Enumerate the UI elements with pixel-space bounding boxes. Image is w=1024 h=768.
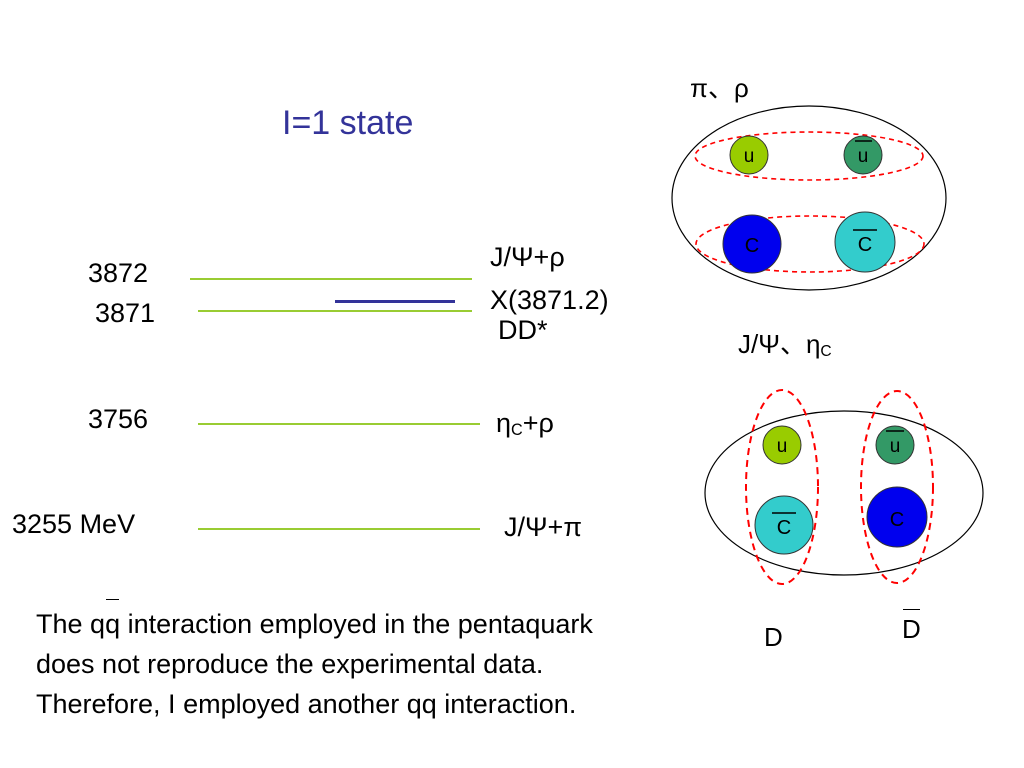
antiquark-u: u [875,425,915,465]
energy-label-3871: 3871 [95,298,156,328]
meson-cluster-upper [694,131,924,181]
d-meson-label: D [764,622,783,652]
channel-jpsi-pi: J/Ψ+π [504,512,582,542]
antiquark-u: u [843,135,883,175]
x-state-line [335,300,455,303]
quark-c: C [722,214,782,274]
x-state-label: X(3871.2) [490,285,609,315]
svg-text:u: u [890,436,901,457]
svg-text:C: C [745,235,759,257]
dbar-meson-cluster [860,390,934,584]
svg-text:u: u [777,436,788,457]
antiquark-c: C [754,495,814,555]
quark-c: C [866,486,928,548]
meson-label-jpsi-etac: J/Ψ、ηC [738,329,832,360]
meson-label-pi-rho: π、ρ [690,73,749,103]
channel-ddstar: DD* [498,315,548,345]
energy-label-3872: 3872 [88,258,149,288]
d-meson-cluster [745,389,819,585]
explanation-line-3: Therefore, I employed another qq interac… [36,689,577,719]
level-line-3871 [198,310,472,312]
quark-diagram-top: u u C C [671,105,947,291]
explanation-line-1: The qq interaction employed in the penta… [36,599,593,644]
page-title: I=1 state [282,104,414,142]
explanation-text: The qq interaction employed in the penta… [36,599,593,724]
meson-cluster-lower [695,215,925,273]
dbar-meson-label: D [902,609,921,644]
channel-etac-rho: ηC+ρ [496,408,554,439]
hadron-boundary [704,410,984,576]
channel-jpsi-rho: J/Ψ+ρ [490,242,565,272]
explanation-line-2: does not reproduce the experimental data… [36,649,544,679]
hadron-boundary [671,105,947,291]
antiquark-c: C [834,211,896,273]
quark-diagram-bottom: u u C C [704,389,984,585]
level-line-3872 [190,278,472,280]
svg-text:C: C [858,234,872,256]
svg-text:C: C [777,517,791,539]
svg-text:C: C [890,509,904,531]
energy-label-3255: 3255 MeV [12,509,136,539]
quark-u: u [762,425,802,465]
svg-text:u: u [744,146,755,167]
level-line-3756 [198,423,480,425]
energy-label-3756: 3756 [88,404,149,434]
svg-text:u: u [858,146,869,167]
quark-u: u [729,135,769,175]
level-line-3255 [198,528,480,530]
